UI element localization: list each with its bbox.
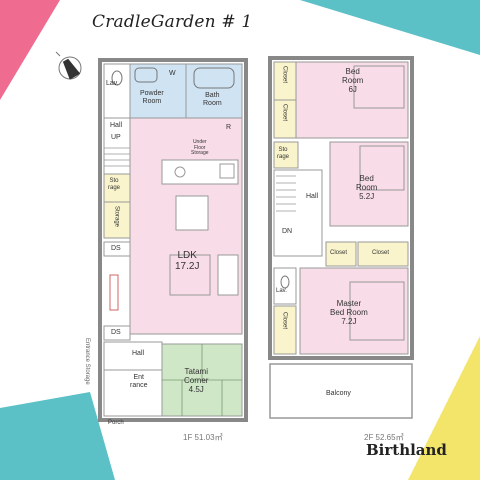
f2-closet4-label: Closet <box>372 250 390 256</box>
f1-up-label: UP <box>111 134 121 141</box>
f2-closet-4 <box>357 241 409 267</box>
compass-icon <box>55 51 82 80</box>
f1-hall-top-label: Hall <box>110 122 123 129</box>
f2-closet3-label: Closet <box>330 250 348 256</box>
bathtub-icon <box>193 67 235 89</box>
master-bed-icon <box>349 281 405 341</box>
f1-storage1-label: Sto rage <box>108 178 121 191</box>
f2-closet2-label: Closet <box>281 104 288 122</box>
f2-closet-2 <box>273 99 297 139</box>
f1-entrance-label: Ent rance <box>130 374 148 389</box>
f2-stair-lines <box>276 175 296 212</box>
f1-bath-label: Bath Room <box>203 92 222 107</box>
f2-closet5-label: Closet <box>281 312 288 330</box>
f1-lav-room <box>103 63 131 119</box>
sofa-area <box>169 254 211 296</box>
f1-hall-bottom-label: Hall <box>132 350 145 357</box>
teal-top-shape <box>300 0 480 55</box>
f2-closet-5 <box>273 305 297 355</box>
f1-stair-lines <box>104 147 130 167</box>
sink-icon <box>174 166 186 178</box>
f1-tatami-label: Tatami Corner 4.5J <box>184 367 209 394</box>
washbasin-icon <box>134 67 158 83</box>
f1-entrance <box>103 369 163 417</box>
f2-lav <box>273 267 297 305</box>
f2-closet1-label: Closet <box>281 66 288 84</box>
f1-storage2-label: Storage <box>113 206 120 228</box>
f2-hall-label: Hall <box>306 193 319 200</box>
pink-corner-shape <box>0 0 60 100</box>
f2-bed1-label: Bed Room 6J <box>342 67 364 94</box>
f2-master-label: Master Bed Room 7.2J <box>330 299 368 326</box>
f1-hall-stairs <box>103 117 131 175</box>
f1-lav-label: Lav. <box>106 80 119 87</box>
f2-toilet-icon <box>280 275 290 289</box>
f1-storage-2 <box>103 201 131 239</box>
f2-lav-label: Lav. <box>276 288 287 294</box>
tv-board <box>217 254 239 296</box>
stove-icon <box>219 163 235 179</box>
plan-title: CradleGarden # 1 <box>92 12 253 32</box>
f1-entrance-storage-note: Entrance Storage <box>84 338 90 385</box>
f2-storage-label: Sto rage <box>277 147 290 160</box>
f2-hall <box>273 169 323 257</box>
dining-table <box>175 195 209 231</box>
yellow-corner-shape <box>408 336 480 480</box>
f2-dn-label: DN <box>282 228 293 235</box>
floor-heater-icon <box>109 274 119 311</box>
tatami-mat-lines <box>162 344 242 416</box>
f2-bed2-label: Bed Room 5.2J <box>356 174 378 201</box>
f1-ldk-label: LDK 17.2J <box>175 250 200 272</box>
f1-ds-2 <box>103 325 131 341</box>
f2-storage <box>273 141 299 169</box>
f1-r-label: R <box>226 124 232 131</box>
f2-closet-3 <box>325 241 357 267</box>
f2-area-label: 2F 52.65㎡ <box>364 433 404 442</box>
bed-5j-icon <box>359 145 405 191</box>
f1-ds2-label: DS <box>111 329 121 336</box>
f1-bath-room <box>185 63 243 119</box>
f2-balcony <box>269 363 413 419</box>
f1-w-label: W <box>169 70 176 77</box>
f1-powder-label: Powder Room <box>140 90 164 105</box>
f1-ds-1 <box>103 241 131 257</box>
f1-area-label: 1F 51.03㎡ <box>183 433 223 442</box>
teal-bottom-shape <box>0 392 115 480</box>
f1-hall-bottom <box>103 341 163 371</box>
f2-balcony-label: Balcony <box>326 390 351 397</box>
f1-porch-label: Porch <box>108 420 124 426</box>
f2-bedroom-6j <box>295 61 409 139</box>
f1-underfloor-label: Under Floor Storage <box>191 139 209 156</box>
f2-bedroom-5j <box>329 141 409 227</box>
f1-ds1-label: DS <box>111 245 121 252</box>
toilet-icon <box>111 70 123 86</box>
brand-name: Birthland <box>366 441 447 459</box>
bed-6j-icon <box>353 65 405 109</box>
